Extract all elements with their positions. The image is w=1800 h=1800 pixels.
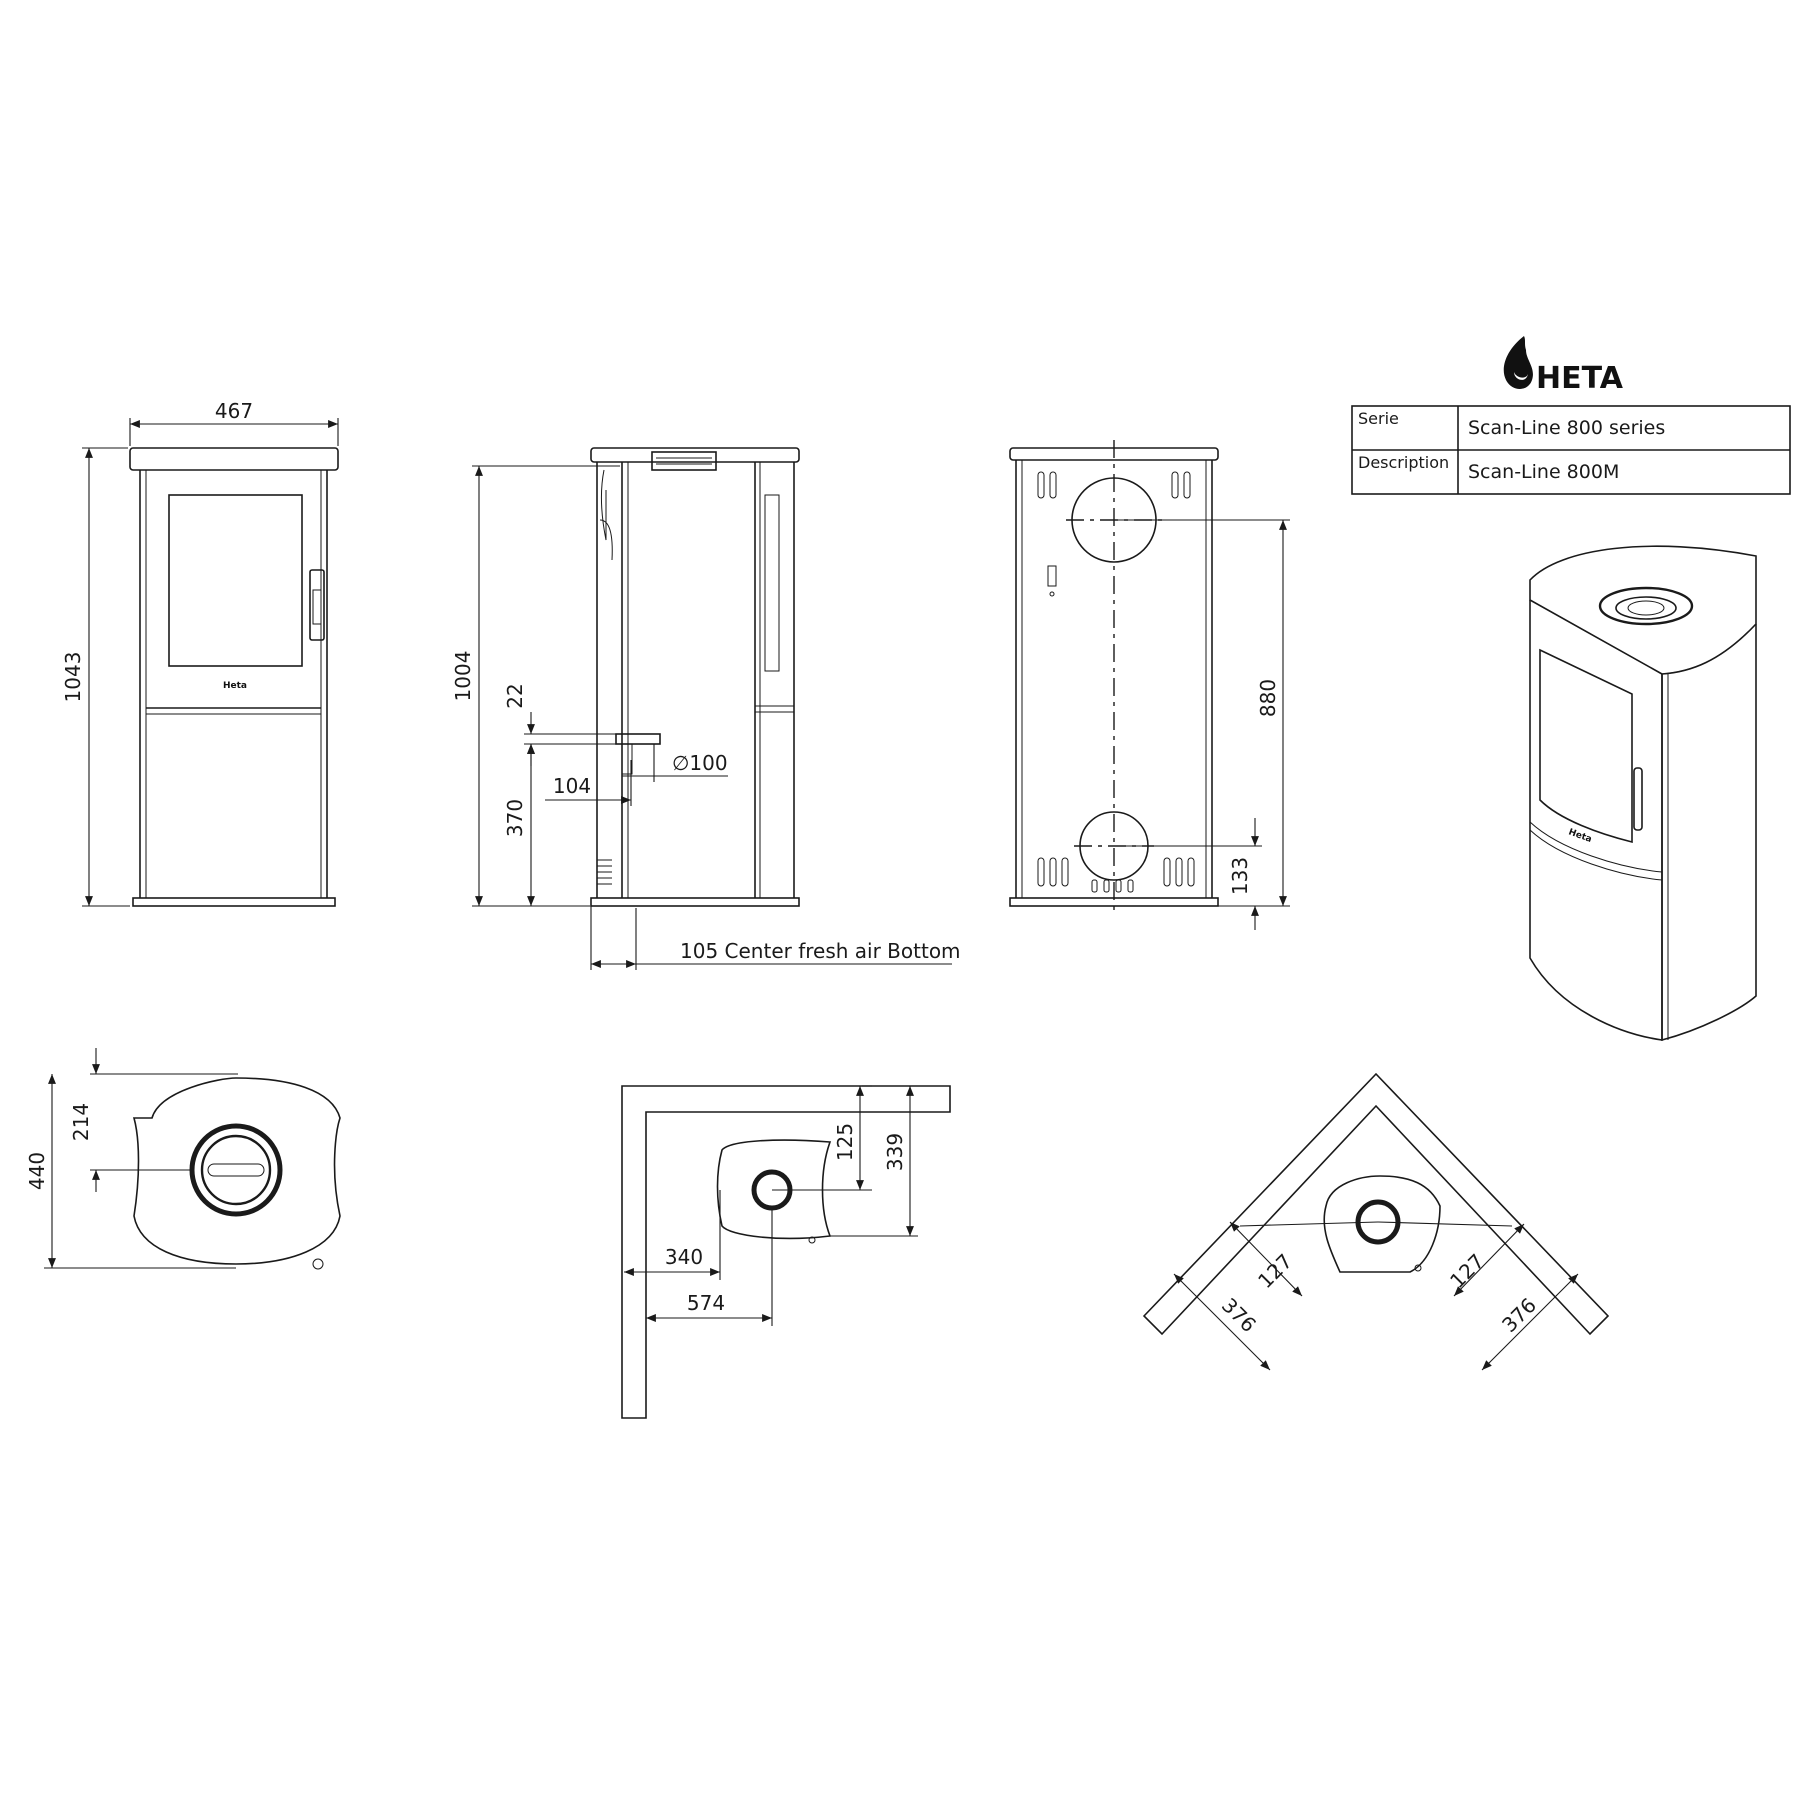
iso-door-glass bbox=[1539, 648, 1633, 844]
flame-icon bbox=[1503, 336, 1533, 389]
brand-logo: HETA bbox=[1503, 336, 1624, 396]
dim-front-width: 467 bbox=[215, 399, 253, 423]
door-handle bbox=[309, 569, 325, 641]
dim-top-depth: 440 bbox=[25, 1152, 49, 1190]
dim-air-inlet-elevation: 370 bbox=[503, 799, 527, 837]
front-brand-plate: Heta bbox=[223, 681, 247, 691]
side-view: 1004 22 370 ∅100 104 105 Center fresh ai… bbox=[451, 447, 961, 970]
top-vent bbox=[651, 451, 717, 471]
isometric-view: Heta bbox=[1529, 545, 1757, 1042]
wall-outline bbox=[621, 1085, 951, 1419]
corner-wall-outline bbox=[1142, 1072, 1610, 1336]
dim-air-inlet-offset: 104 bbox=[553, 774, 591, 798]
dim-side-height: 1004 bbox=[451, 651, 475, 702]
top-flue-ring bbox=[189, 1123, 283, 1217]
dim-wall-depth: 339 bbox=[883, 1133, 907, 1171]
title-block-label-description: Description bbox=[1358, 453, 1449, 472]
dim-wall-width: 574 bbox=[687, 1291, 725, 1315]
air-inlet-pipe bbox=[615, 733, 661, 745]
dim-wall-flue-offset-y: 125 bbox=[833, 1123, 857, 1161]
corner-placement-view: 127 376 127 376 bbox=[1142, 1072, 1610, 1371]
corner-flue-ring bbox=[1355, 1199, 1401, 1245]
dim-rear-upper-outlet: 880 bbox=[1256, 679, 1280, 717]
title-block: Serie Scan-Line 800 series Description S… bbox=[1351, 405, 1791, 495]
dim-rear-lower-outlet: 133 bbox=[1228, 857, 1252, 895]
dim-air-inlet-diameter: ∅100 bbox=[672, 751, 728, 775]
dim-corner-offset-right: 127 bbox=[1445, 1249, 1489, 1293]
dim-corner-distance-left: 376 bbox=[1217, 1293, 1261, 1337]
corner-stove-outline bbox=[1323, 1175, 1441, 1273]
iso-brand-plate: Heta bbox=[1567, 827, 1593, 845]
fresh-air-note: 105 Center fresh air Bottom bbox=[680, 939, 961, 963]
dim-front-height: 1043 bbox=[61, 652, 85, 703]
top-view: 440 214 bbox=[25, 1048, 341, 1270]
title-block-label-serie: Serie bbox=[1358, 409, 1399, 428]
iso-flue-ring bbox=[1598, 586, 1694, 626]
dim-wall-flue-offset-x: 340 bbox=[665, 1245, 703, 1269]
door-glass bbox=[168, 494, 303, 667]
dim-air-inlet-height: 22 bbox=[503, 683, 527, 708]
brand-name: HETA bbox=[1536, 361, 1624, 396]
top-outline bbox=[132, 1077, 341, 1265]
front-view: Heta 467 1043 bbox=[61, 399, 339, 907]
rear-upper-vents bbox=[1037, 471, 1191, 499]
dim-corner-distance-right: 376 bbox=[1497, 1293, 1541, 1337]
dim-top-flue-offset: 214 bbox=[69, 1103, 93, 1141]
wall-placement-view: 125 339 340 574 bbox=[621, 1085, 951, 1419]
title-block-value-serie: Scan-Line 800 series bbox=[1468, 417, 1665, 439]
rear-view: 880 133 bbox=[1009, 440, 1290, 930]
wall-stove-outline bbox=[716, 1139, 832, 1240]
title-block-value-description: Scan-Line 800M bbox=[1468, 461, 1619, 483]
dim-corner-offset-left: 127 bbox=[1253, 1249, 1297, 1293]
rear-lower-vents bbox=[1037, 857, 1195, 893]
